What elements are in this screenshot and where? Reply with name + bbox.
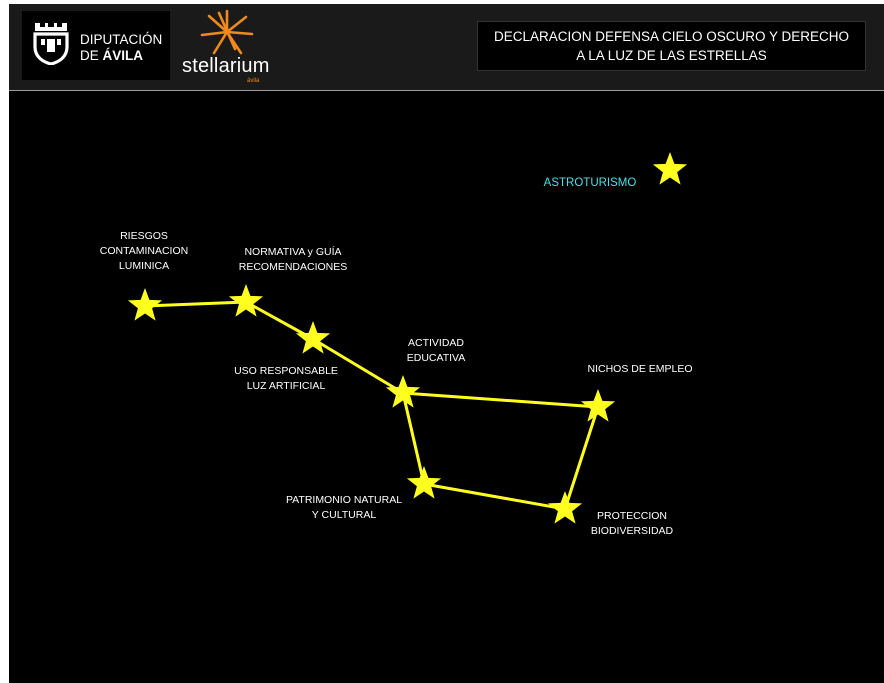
connector-patrimonio-actividad xyxy=(401,392,426,485)
connector-nichos-proteccion xyxy=(563,406,600,510)
connector-proteccion-patrimonio xyxy=(423,482,566,511)
star-normativa xyxy=(228,284,264,317)
page-title-line2: A LA LUZ DE LAS ESTRELLAS xyxy=(576,48,767,63)
label-proteccion-biodiversidad: PROTECCION BIODIVERSIDAD xyxy=(591,509,673,539)
label-line: PATRIMONIO NATURAL xyxy=(285,494,403,506)
connector-riesgos-normativa xyxy=(144,300,247,308)
label-line: BIODIVERSIDAD xyxy=(590,525,674,537)
slide: DIPUTACIÓN DE ÁVILA stellarium ávila DEC… xyxy=(9,4,884,683)
label-line: USO RESPONSABLE xyxy=(234,365,338,377)
connector-actividad-nichos xyxy=(402,391,599,409)
diputacion-logo-line2-prefix: DE xyxy=(80,48,103,63)
label-line: CONTAMINACION xyxy=(99,245,189,257)
diputacion-avila-logo: DIPUTACIÓN DE ÁVILA xyxy=(22,11,170,80)
label-line: LUZ ARTIFICIAL xyxy=(246,380,326,392)
page-title-line1: DECLARACION DEFENSA CIELO OSCURO Y DEREC… xyxy=(493,29,850,44)
stellarium-star-icon xyxy=(200,9,254,55)
diputacion-logo-line2-bold: ÁVILA xyxy=(102,48,144,63)
star-nichos xyxy=(580,389,616,422)
constellation-diagram xyxy=(127,152,688,524)
header-bar: DIPUTACIÓN DE ÁVILA stellarium ávila DEC… xyxy=(9,4,884,91)
label-line: LUMINICA xyxy=(118,260,170,272)
label-line: NORMATIVA y GUÍA xyxy=(244,246,342,258)
diputacion-logo-line2: DE ÁVILA xyxy=(80,49,143,63)
label-riesgos-contaminacion-luminica: RIESGOS CONTAMINACION LUMINICA xyxy=(100,229,188,274)
label-line: ASTROTURISMO xyxy=(543,177,637,189)
label-nichos-de-empleo: NICHOS DE EMPLEO xyxy=(587,362,692,377)
star-riesgos xyxy=(127,288,163,321)
connector-uso-actividad xyxy=(312,337,404,395)
star-uso xyxy=(295,321,331,354)
stellarium-logo-text: stellarium xyxy=(182,55,270,77)
page-title: DECLARACION DEFENSA CIELO OSCURO Y DEREC… xyxy=(477,21,866,71)
label-patrimonio-natural-y-cultural: PATRIMONIO NATURAL Y CULTURAL xyxy=(286,493,402,523)
label-line: NICHOS DE EMPLEO xyxy=(587,363,693,375)
star-proteccion xyxy=(547,491,583,524)
star-actividad xyxy=(385,375,421,408)
label-uso-responsable-luz-artificial: USO RESPONSABLE LUZ ARTIFICIAL xyxy=(234,364,338,394)
label-line: RECOMENDACIONES xyxy=(238,261,348,273)
label-normativa-guia-recomendaciones: NORMATIVA y GUÍA RECOMENDACIONES xyxy=(239,245,348,275)
label-line: RIESGOS xyxy=(120,230,168,242)
connector-normativa-uso xyxy=(245,300,314,341)
label-line: Y CULTURAL xyxy=(311,509,377,521)
stellarium-logo-subtext: ávila xyxy=(247,78,260,84)
label-actividad-educativa: ACTIVIDAD EDUCATIVA xyxy=(407,336,466,366)
star-patrimonio xyxy=(406,466,442,499)
label-line: ACTIVIDAD xyxy=(407,337,465,349)
star-astroturismo xyxy=(652,152,688,185)
diputacion-logo-line1: DIPUTACIÓN xyxy=(80,32,163,47)
tower-shield-icon xyxy=(33,23,69,65)
label-line: EDUCATIVA xyxy=(406,352,466,364)
label-line: PROTECCION xyxy=(596,510,667,522)
label-astroturismo: ASTROTURISMO xyxy=(544,176,637,191)
